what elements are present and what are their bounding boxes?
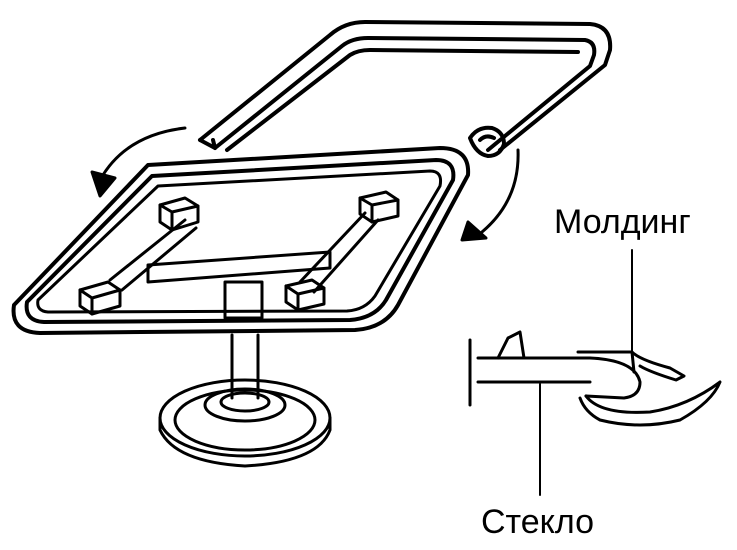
install-arrow-left <box>90 126 187 198</box>
glass-label: Стекло <box>481 503 595 541</box>
install-arrow-right <box>460 148 520 242</box>
support-stand <box>78 190 400 468</box>
molding-strip <box>198 20 613 158</box>
glass-pane <box>11 146 471 335</box>
cross-section-detail <box>468 330 722 427</box>
molding-label: Молдинг <box>554 203 691 241</box>
